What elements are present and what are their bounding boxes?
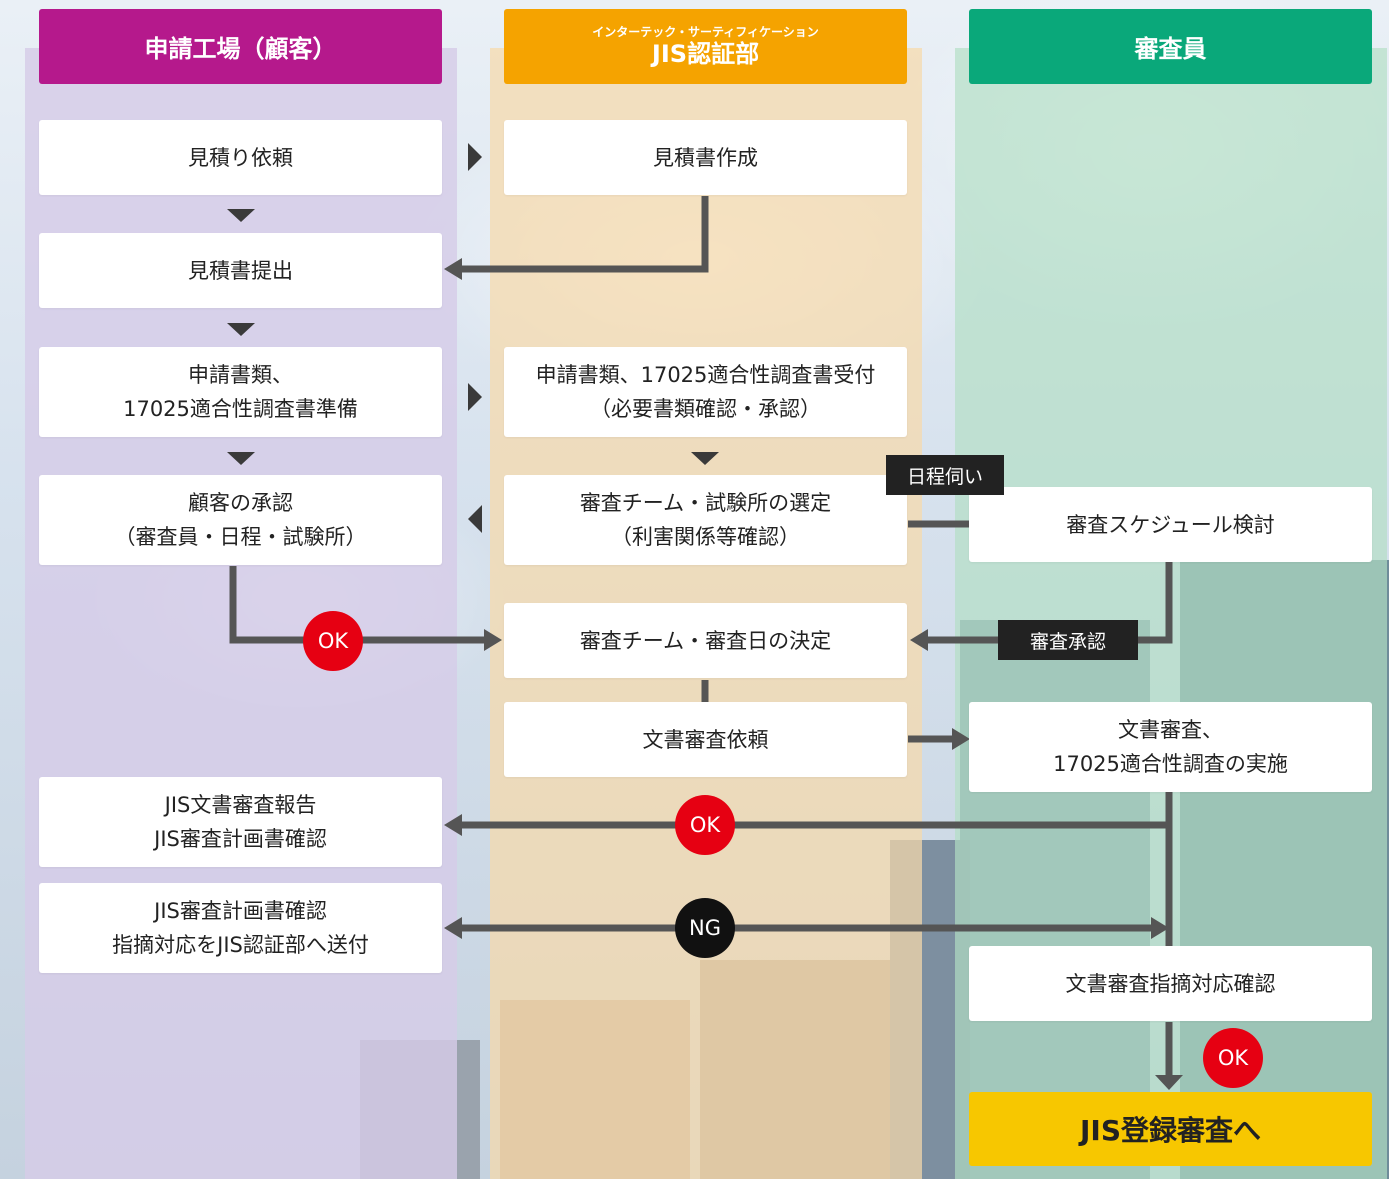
jis-header: インターテック・サーティフィケーション JIS認証部 — [504, 9, 907, 84]
step-doc-review-request: 文書審査依頼 — [504, 702, 907, 777]
step-team-decision: 審査チーム・審査日の決定 — [504, 603, 907, 678]
auditor-header: 審査員 — [969, 9, 1372, 84]
ok-badge: OK — [1203, 1028, 1263, 1088]
step-doc-review: 文書審査、17025適合性調査の実施 — [969, 702, 1372, 792]
step-to-jis-audit: JIS登録審査へ — [969, 1092, 1372, 1166]
customer-header: 申請工場（顧客） — [39, 9, 442, 84]
step-schedule-review: 審査スケジュール検討 — [969, 487, 1372, 562]
step-application-receive: 申請書類、17025適合性調査書受付（必要書類確認・承認） — [504, 347, 907, 437]
step-jis-plan: JIS審査計画書確認指摘対応をJIS認証部へ送付 — [39, 883, 442, 973]
step-estimate-create: 見積書作成 — [504, 120, 907, 195]
ok-badge: OK — [675, 795, 735, 855]
ng-badge: NG — [675, 898, 735, 958]
tag-schedule-inquiry: 日程伺い — [886, 455, 1004, 495]
jis-header-sub: インターテック・サーティフィケーション — [592, 24, 819, 39]
step-doc-findings-check: 文書審査指摘対応確認 — [969, 946, 1372, 1021]
step-team-selection: 審査チーム・試験所の選定（利害関係等確認） — [504, 475, 907, 565]
step-customer-approval: 顧客の承認（審査員・日程・試験所） — [39, 475, 442, 565]
tag-audit-approval: 審査承認 — [998, 620, 1138, 660]
customer-lane — [25, 48, 457, 1179]
ok-badge: OK — [303, 611, 363, 671]
step-application-prep: 申請書類、17025適合性調査書準備 — [39, 347, 442, 437]
step-estimate-request: 見積り依頼 — [39, 120, 442, 195]
step-estimate-submit: 見積書提出 — [39, 233, 442, 308]
jis-header-main: JIS認証部 — [651, 39, 760, 68]
